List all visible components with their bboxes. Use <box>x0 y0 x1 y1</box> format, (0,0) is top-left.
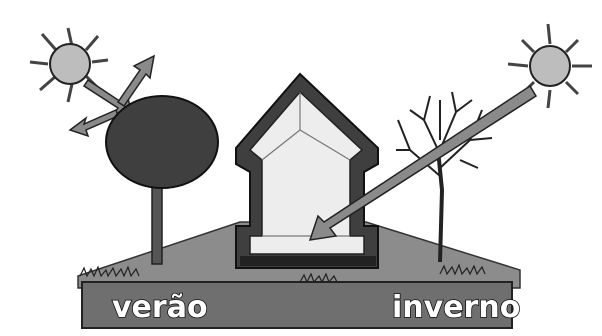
house-floor <box>240 256 376 266</box>
house-section <box>236 74 378 268</box>
sun-icon <box>530 46 570 86</box>
tree-trunk <box>152 178 162 264</box>
tree-canopy <box>106 96 218 188</box>
winter-label: inverno <box>392 290 520 325</box>
summer-label: verão <box>112 290 208 325</box>
sun-icon <box>50 44 90 84</box>
